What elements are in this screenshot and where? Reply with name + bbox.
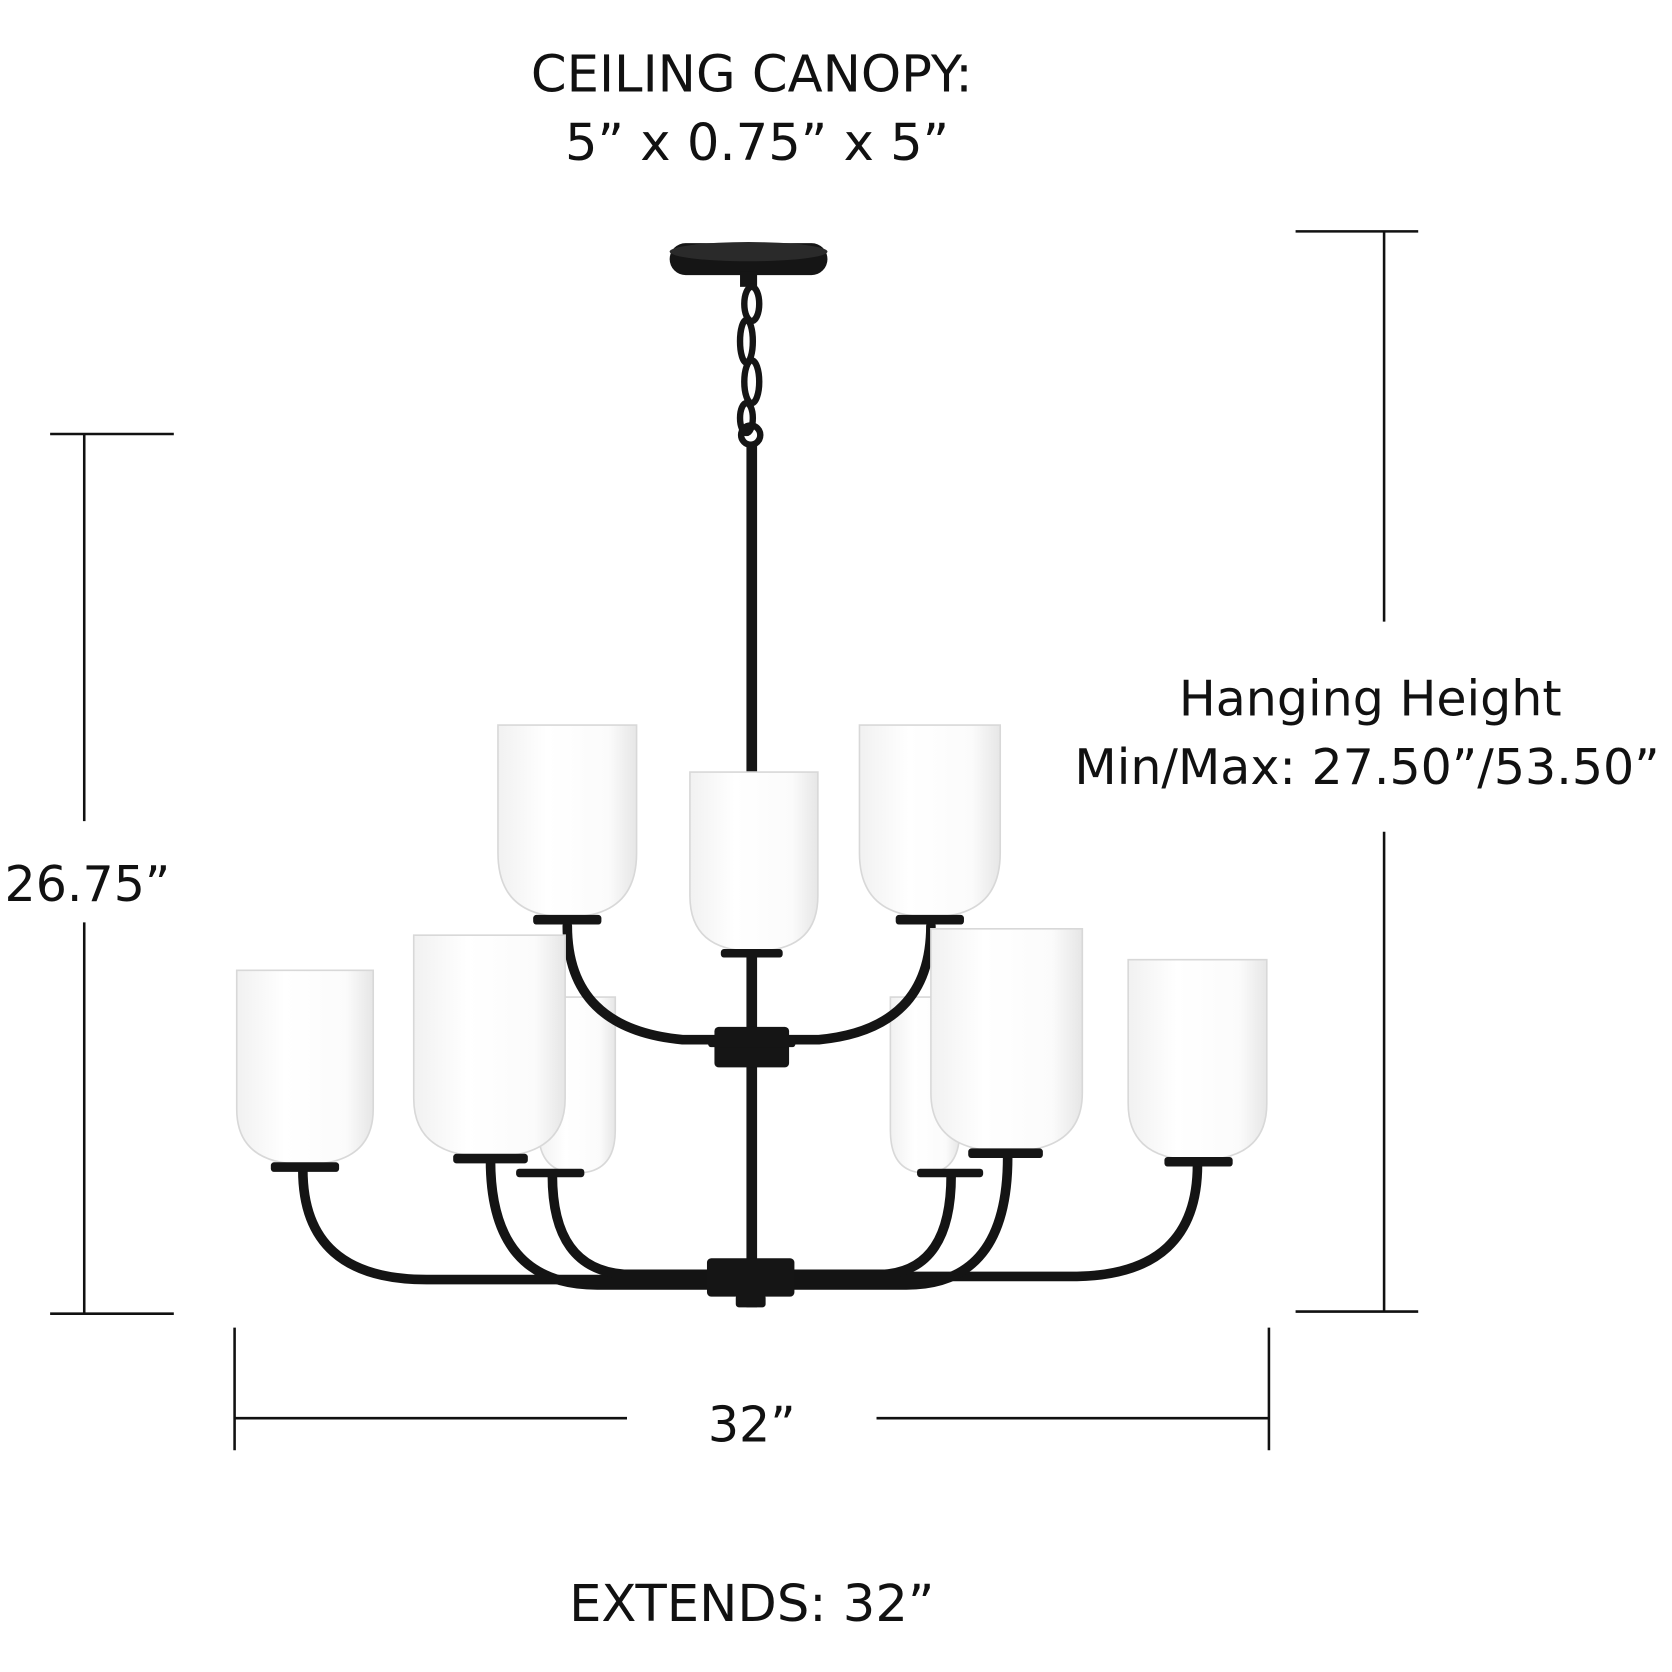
canopy-size: 5” x 0.75” x 5” <box>565 113 949 173</box>
height-value: 26.75” <box>5 855 171 913</box>
lower-hub <box>706 1258 795 1297</box>
ceiling-canopy <box>669 242 828 287</box>
glass-shade <box>497 724 638 918</box>
glass-shade <box>689 771 819 952</box>
chain <box>736 283 764 448</box>
extends-label: EXTENDS: 32” <box>569 1574 934 1634</box>
glass-shade <box>858 724 1002 918</box>
height-dimension-line <box>50 432 174 1315</box>
canopy-title: CEILING CANOPY: <box>531 45 973 105</box>
width-dimension-line <box>233 1327 1271 1451</box>
chandelier-illustration <box>235 242 1268 1308</box>
glass-shade <box>235 969 375 1166</box>
hanging-height-label: Hanging Height <box>1179 670 1562 728</box>
glass-shade <box>930 927 1084 1153</box>
width-value: 32” <box>708 1396 796 1454</box>
glass-shade <box>412 934 566 1158</box>
hanging-height-value: Min/Max: 27.50”/53.50” <box>1074 738 1659 796</box>
hanging-height-dimension-line <box>1295 230 1419 1313</box>
glass-shade <box>1127 958 1268 1161</box>
